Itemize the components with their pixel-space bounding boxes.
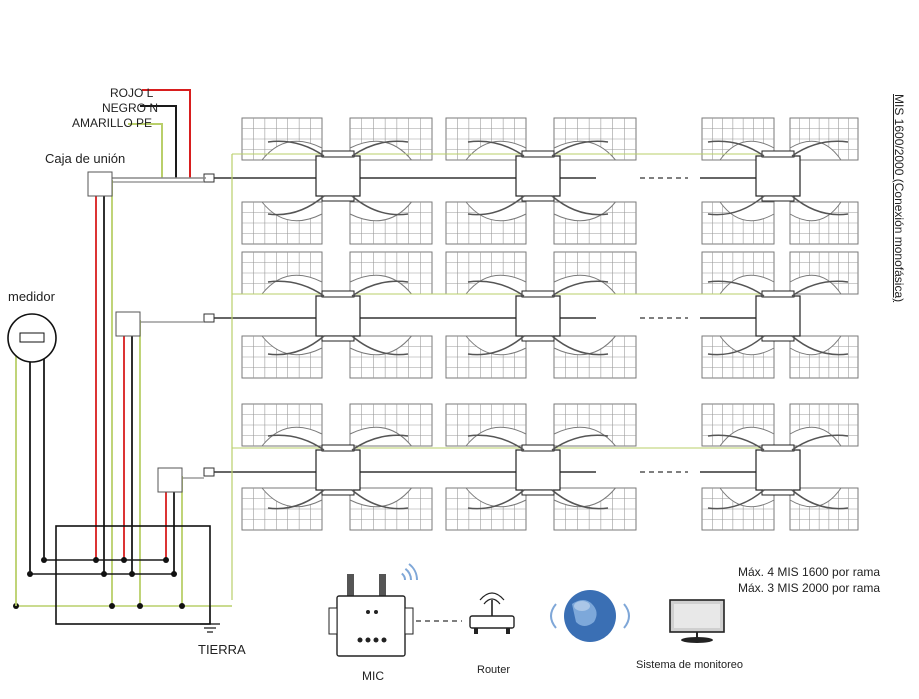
solar-panel-icon [445, 117, 527, 161]
terminal-dot [171, 571, 177, 577]
solar-panel-icon [701, 201, 775, 245]
solar-panel-icon [349, 117, 433, 161]
solar-panel-icon [241, 403, 323, 447]
junction-box-icon [87, 171, 113, 197]
inverter-icon [267, 280, 409, 356]
label-negro: NEGRO N [102, 101, 159, 115]
junction-box-icon [115, 311, 141, 337]
end-cap [203, 467, 215, 477]
feed-red [142, 89, 191, 178]
inverter-icon [467, 140, 609, 216]
vertical-title: MIS 1600/2000 (Conexión monofásica) [892, 94, 906, 303]
solar-panel-icon [445, 251, 527, 295]
terminal-dot [137, 603, 143, 609]
inverter-icon [267, 140, 409, 216]
solar-panel-icon [789, 403, 859, 447]
label-mic: MIC [362, 669, 384, 683]
inverter-icon [707, 140, 849, 216]
label-router: Router [477, 664, 511, 676]
solar-panel-icon [789, 251, 859, 295]
solar-panel-icon [553, 117, 637, 161]
junction-box-icon [157, 467, 183, 493]
devices [7, 140, 849, 657]
solar-panel-icon [445, 201, 527, 245]
mic-gateway-icon [328, 574, 414, 657]
label-amarillo: AMARILLO PE [72, 116, 153, 130]
inverter-icon [467, 434, 609, 510]
solar-panel-icon [701, 251, 775, 295]
feed-black [140, 105, 177, 178]
terminal-dot [163, 557, 169, 563]
distribution-box [55, 525, 211, 625]
solar-panel-icon [553, 335, 637, 379]
wiring [13, 89, 760, 622]
solar-panel-icon [553, 201, 637, 245]
terminal-dot [101, 571, 107, 577]
solar-panel-icon [241, 201, 323, 245]
globe-icon [550, 590, 630, 642]
solar-panel-icon [789, 487, 859, 531]
solar-panel-icon [349, 335, 433, 379]
solar-panel-array [241, 117, 859, 531]
meter-display [19, 332, 45, 343]
terminal-dot [179, 603, 185, 609]
label-tierra: TIERRA [198, 642, 246, 657]
label-max-1600: Máx. 4 MIS 1600 por rama [738, 565, 881, 579]
terminal-dot [109, 603, 115, 609]
wifi-icon [401, 563, 418, 581]
inverter-icon [267, 434, 409, 510]
label-caja-union: Caja de unión [45, 151, 126, 166]
ground-icon [200, 606, 220, 633]
end-cap [203, 313, 215, 323]
inverter-icon [707, 280, 849, 356]
solar-panel-icon [789, 201, 859, 245]
label-medidor: medidor [8, 289, 55, 304]
solar-panel-icon [445, 335, 527, 379]
solar-panel-icon [445, 403, 527, 447]
inverter-icon [467, 280, 609, 356]
terminal-dot [121, 557, 127, 563]
label-max-2000: Máx. 3 MIS 2000 por rama [738, 581, 881, 595]
solar-panel-icon [241, 335, 323, 379]
terminal-dot [93, 557, 99, 563]
feed-yellow [128, 123, 163, 178]
label-sistema-monitoreo: Sistema de monitoreo [636, 659, 743, 671]
solar-panel-icon [445, 487, 527, 531]
router-icon [469, 592, 515, 634]
solar-panel-icon [349, 403, 433, 447]
solar-panel-icon [701, 335, 775, 379]
solar-panel-icon [553, 403, 637, 447]
solar-panel-icon [349, 251, 433, 295]
solar-panel-icon [701, 403, 775, 447]
label-rojo: ROJO L [110, 86, 154, 100]
solar-panel-icon [349, 201, 433, 245]
inverter-icon [707, 434, 849, 510]
terminal-dot [129, 571, 135, 577]
solar-panel-icon [789, 117, 859, 161]
monitor-icon [669, 599, 725, 643]
solar-panel-icon [349, 487, 433, 531]
